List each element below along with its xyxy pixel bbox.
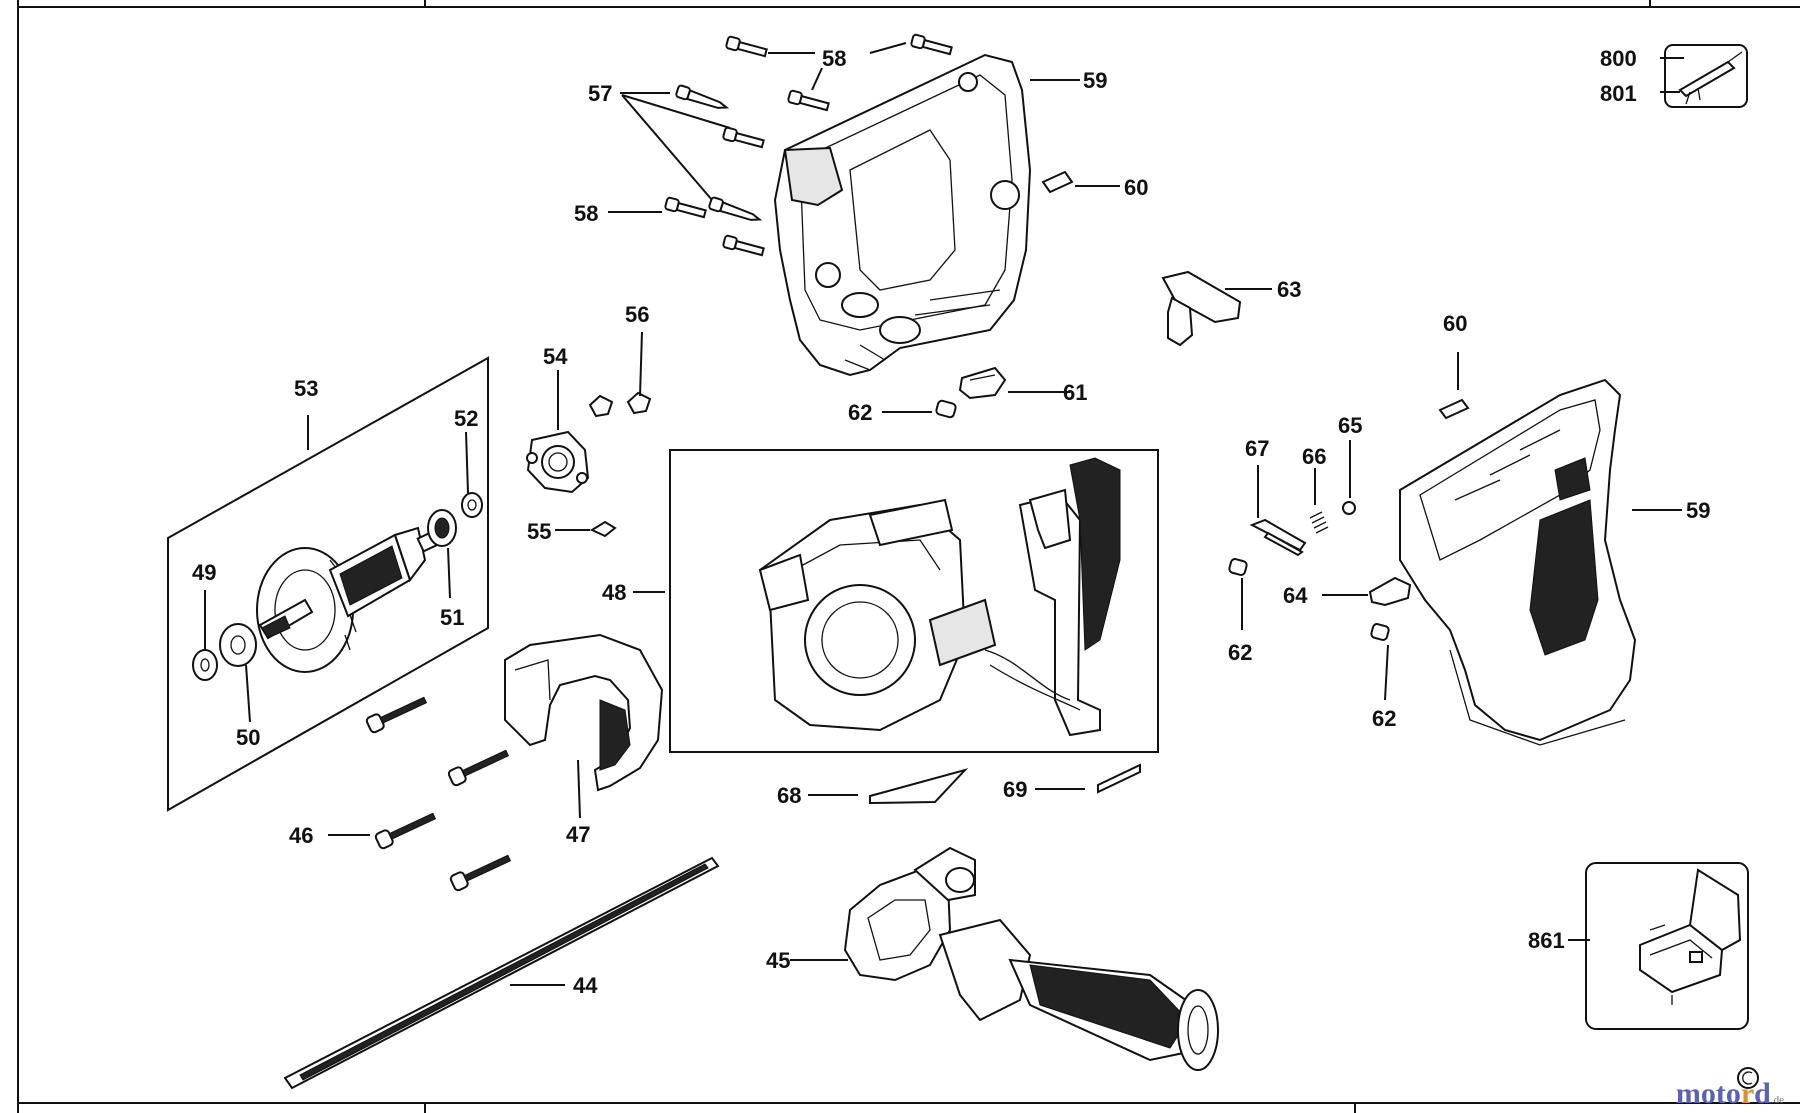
callout-861: 861: [1528, 928, 1565, 953]
clip-61-part: [958, 366, 1007, 400]
callout-labels: 58 57 58 59 60 63 61 62 56 54 55 53 52 5…: [192, 46, 1710, 998]
callout-65: 65: [1338, 413, 1362, 438]
callout-59: 59: [1083, 68, 1107, 93]
screws-57-58-part: [664, 33, 953, 257]
label-69-part: [1097, 763, 1141, 794]
washer-49-part: [192, 649, 218, 681]
label-68-part: [869, 768, 969, 805]
pin-62-right-part: [1370, 623, 1390, 641]
callout-61: 61: [1063, 380, 1087, 405]
callout-50: 50: [236, 725, 260, 750]
callout-51: 51: [440, 605, 464, 630]
callout-67: 67: [1245, 436, 1269, 461]
watermark-part: r: [1740, 1077, 1755, 1110]
callout-58: 58: [574, 201, 598, 226]
callout-58: 58: [822, 46, 846, 71]
callout-801: 801: [1600, 81, 1637, 106]
callout-52: 52: [454, 406, 478, 431]
switch-63-part: [1161, 270, 1242, 347]
callout-800: 800: [1600, 46, 1637, 71]
page-frame: [17, 0, 1800, 1113]
callout-54: 54: [543, 344, 568, 369]
callout-46: 46: [289, 823, 313, 848]
side-handle-45-part: [843, 846, 1219, 1071]
pin-62-top-part: [935, 399, 957, 419]
callout-64: 64: [1283, 583, 1308, 608]
watermark: motord.de: [1676, 1077, 1784, 1111]
callout-47: 47: [566, 822, 590, 847]
callout-62: 62: [1372, 706, 1396, 731]
leader-lines: [204, 42, 1684, 986]
pins-56-part: [588, 391, 652, 418]
copyright-icon: [1737, 1067, 1759, 1089]
housing-half-left-part: [773, 53, 1032, 377]
callout-48: 48: [602, 580, 626, 605]
bearing-holder-54-part: [526, 430, 590, 494]
spring-66-part: [1309, 511, 1329, 534]
callout-62: 62: [1228, 640, 1252, 665]
watermark-part: d: [1754, 1077, 1771, 1110]
lever-64-part: [1368, 576, 1412, 607]
plate-60-top-part: [1041, 170, 1074, 194]
callout-57: 57: [588, 81, 612, 106]
callout-68: 68: [777, 783, 801, 808]
callout-60: 60: [1124, 175, 1148, 200]
nut-52-part: [461, 492, 483, 518]
callout-44: 44: [573, 973, 598, 998]
baffle-47-part: [504, 633, 664, 792]
callout-56: 56: [625, 302, 649, 327]
callout-53: 53: [294, 376, 318, 401]
callout-62: 62: [848, 400, 872, 425]
inset-800-801-part: [1664, 44, 1748, 108]
pin-62-mid-part: [1228, 558, 1248, 576]
watermark-suffix: .de: [1770, 1094, 1784, 1106]
bearing-51-part: [427, 509, 457, 547]
callout-69: 69: [1003, 777, 1027, 802]
armature-assembly-53-part: [167, 356, 489, 812]
callout-63: 63: [1277, 277, 1301, 302]
callout-59: 59: [1686, 498, 1710, 523]
motor-housing-48-part: [669, 449, 1159, 753]
callout-55: 55: [527, 519, 551, 544]
depth-rod-44-part: [283, 856, 720, 1090]
callout-60: 60: [1443, 311, 1467, 336]
callout-49: 49: [192, 560, 216, 585]
knob-65-part: [1342, 501, 1356, 515]
plate-60-right-part: [1438, 398, 1470, 420]
slider-67-part: [1249, 518, 1307, 557]
inset-861-part: [1585, 862, 1749, 1030]
washer-50-part: [219, 623, 257, 667]
callout-66: 66: [1302, 444, 1326, 469]
watermark-part: moto: [1675, 1077, 1741, 1110]
clip-55-part: [589, 520, 617, 538]
screws-46-part: [365, 696, 512, 892]
housing-half-right-part: [1399, 378, 1637, 746]
callout-45: 45: [766, 948, 790, 973]
